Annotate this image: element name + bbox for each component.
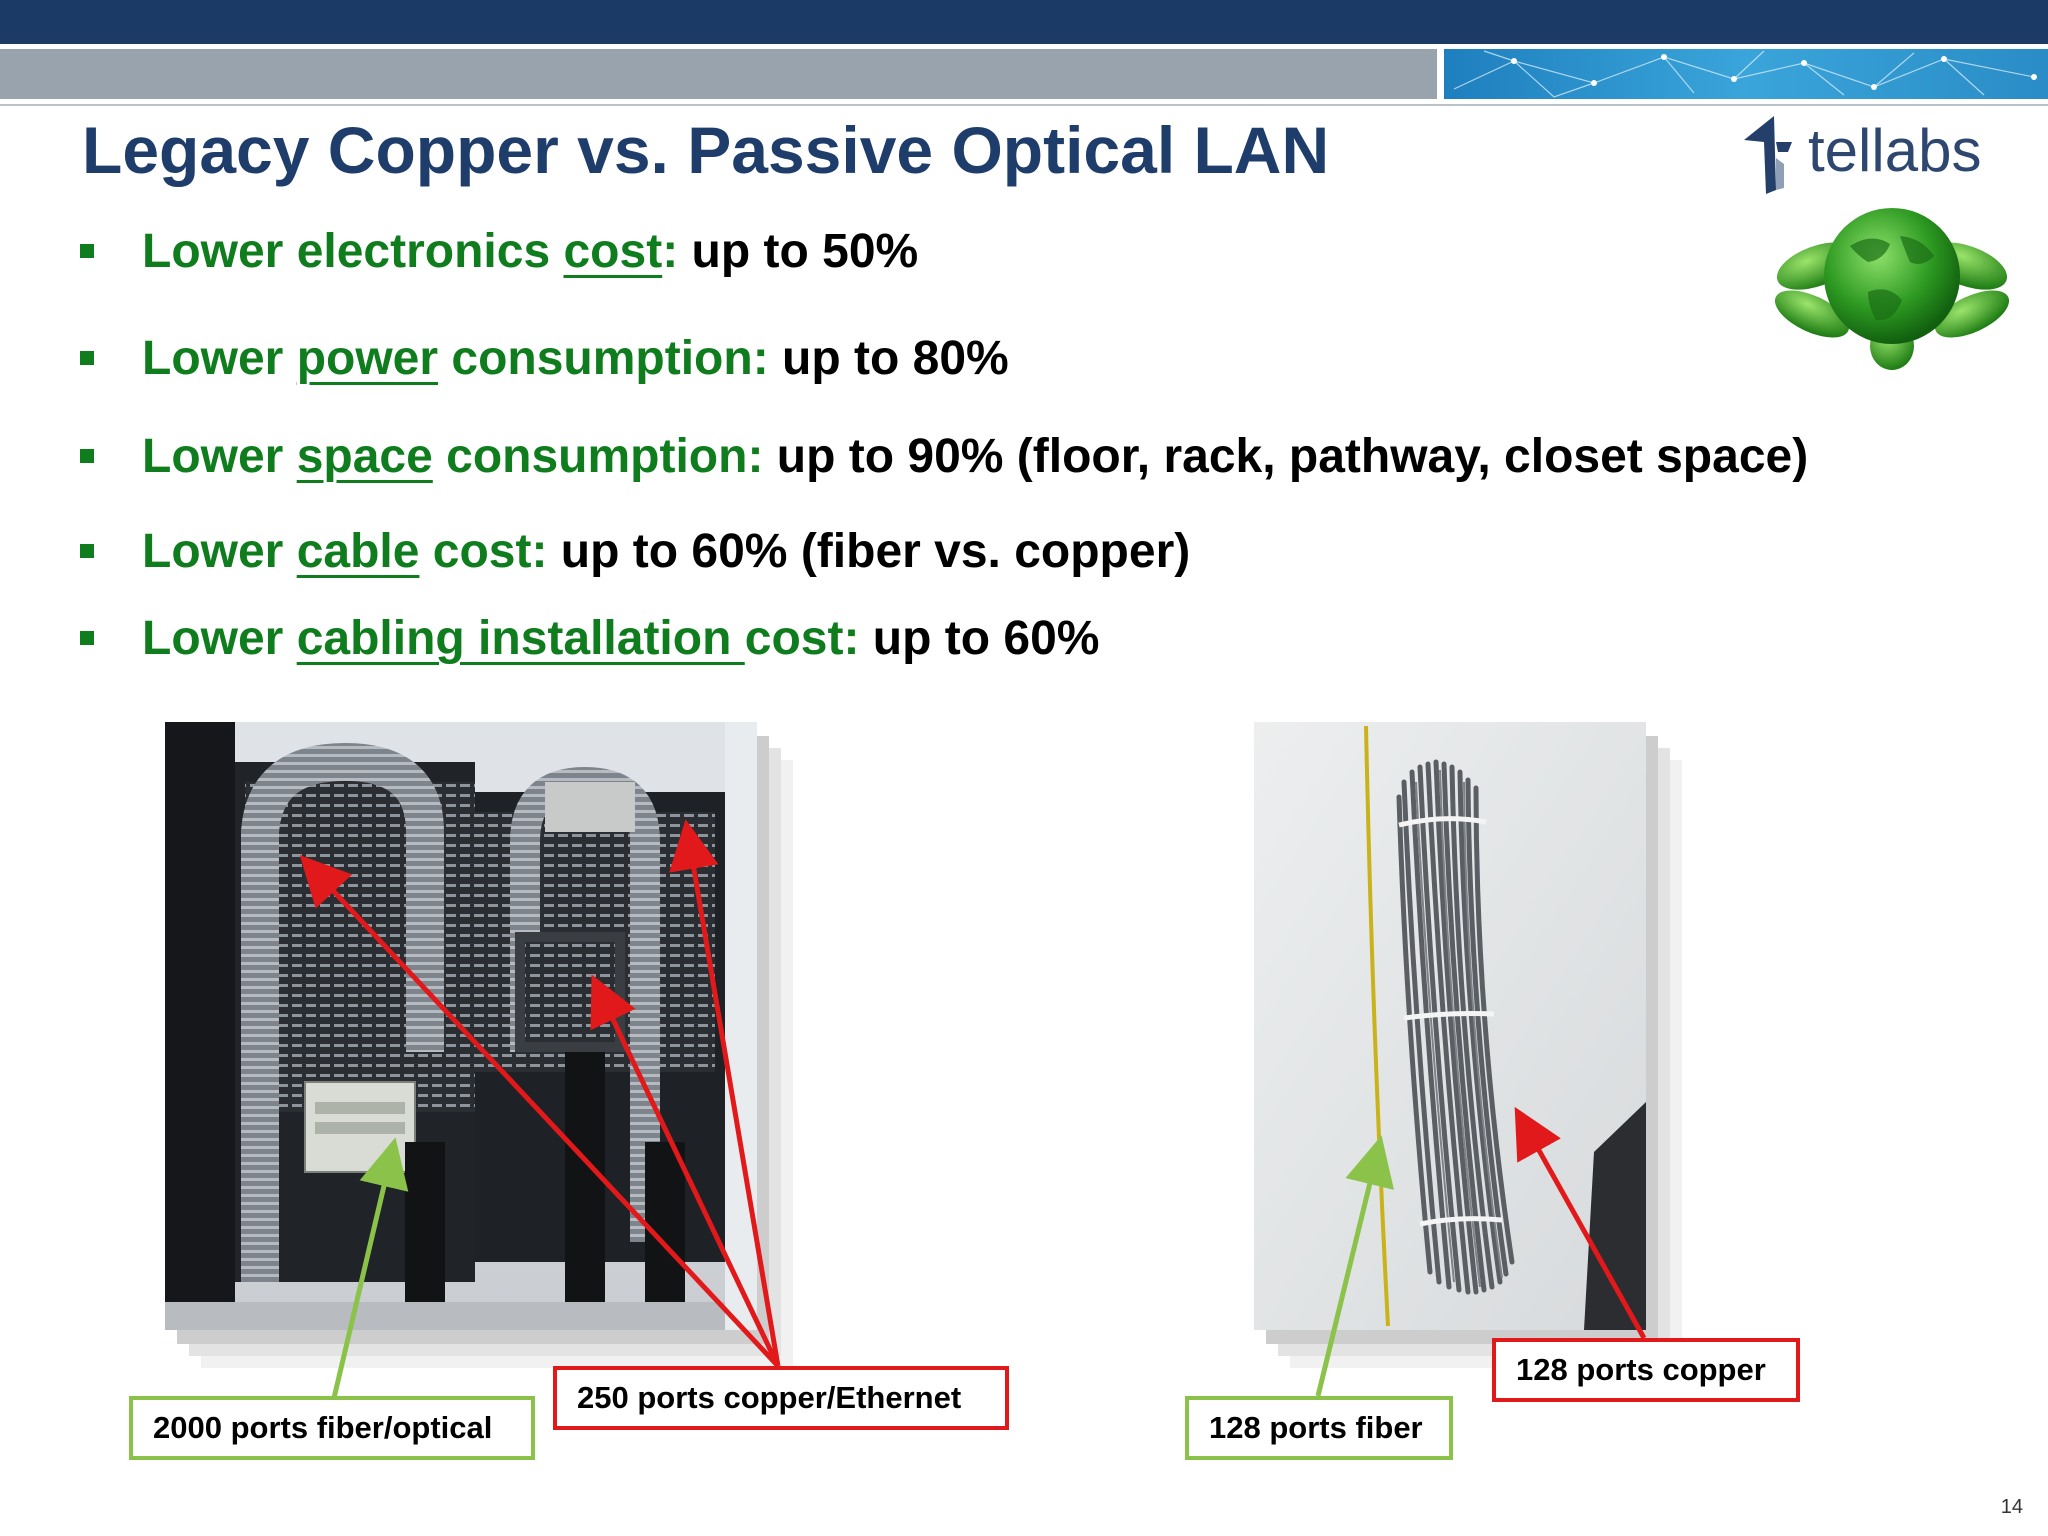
callout-fiber-left: 2000 ports fiber/optical — [129, 1396, 535, 1460]
header-grey-bar — [0, 49, 1437, 99]
logo-wordmark: tellabs — [1808, 117, 1982, 184]
bullet-square-icon — [80, 244, 94, 258]
cable-bundle-photo — [1254, 722, 1646, 1330]
callout-copper-left: 250 ports copper/Ethernet — [553, 1366, 1009, 1430]
bullet-value: up to 80% — [768, 332, 1009, 385]
bullet-square-icon — [80, 449, 94, 463]
bullet-keyword: space — [296, 430, 433, 483]
header-divider — [0, 104, 2048, 106]
bullet-value: up to 90% (floor, rack, pathway, closet … — [763, 430, 1809, 483]
page-number: 14 — [2000, 1496, 2023, 1518]
bullet-value: up to 60% — [859, 612, 1100, 665]
bullet-keyword: cost — [563, 225, 663, 278]
tellabs-logo: tellabs — [1736, 112, 2036, 198]
copper-rack-photo — [165, 722, 757, 1330]
bullet-square-icon — [80, 631, 94, 645]
callout-copper-right: 128 ports copper — [1492, 1338, 1800, 1402]
tellabs-logo-icon — [1744, 116, 1792, 194]
bullet-value: up to 50% — [678, 225, 919, 278]
header-navy-bar — [0, 0, 2048, 44]
bullet-keyword: cable — [296, 525, 420, 578]
green-globe-leaves-icon — [1774, 208, 2010, 370]
bullet-keyword: cabling installation — [296, 612, 745, 665]
bullet-keyword: power — [296, 332, 439, 385]
bullet-square-icon — [80, 544, 94, 558]
header-network-band — [1444, 49, 2048, 99]
bullet-square-icon — [80, 351, 94, 365]
bullet-value: up to 60% (fiber vs. copper) — [547, 525, 1191, 578]
slide-title: Legacy Copper vs. Passive Optical LAN — [82, 113, 1330, 187]
callout-fiber-right: 128 ports fiber — [1185, 1396, 1453, 1460]
